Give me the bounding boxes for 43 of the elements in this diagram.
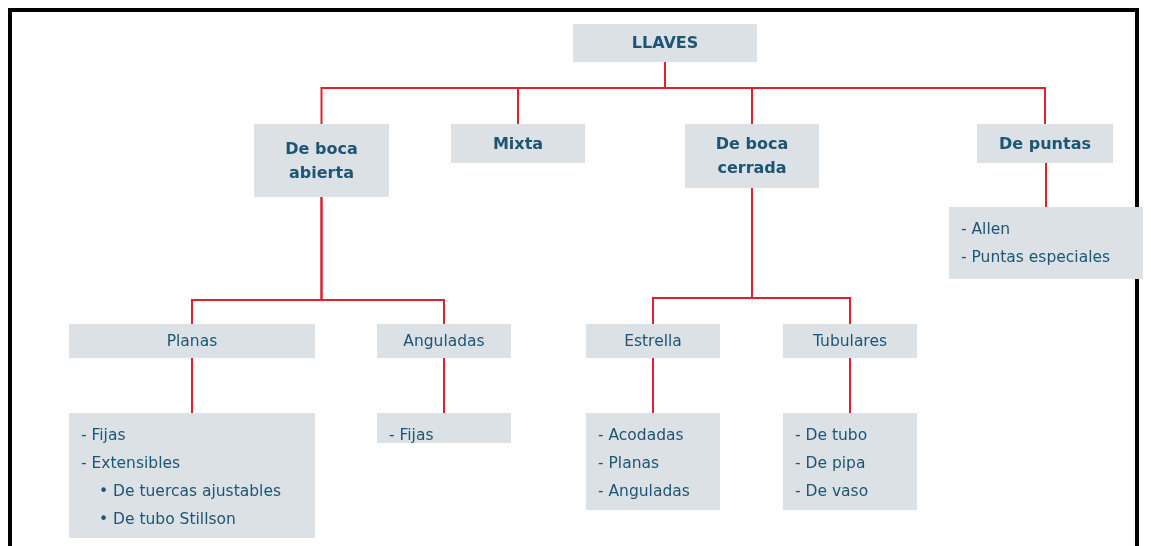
category-box: [254, 124, 389, 197]
list-item: • De tuercas ajustables: [98, 481, 281, 502]
category-box: [573, 24, 757, 62]
connector-line: [1045, 162, 1047, 208]
connector-line: [443, 357, 445, 414]
connector-line: [652, 357, 654, 414]
box-label: De boca cerrada: [714, 133, 790, 179]
list-item: - De pipa: [795, 453, 866, 474]
box-label: Anguladas: [403, 332, 485, 350]
list-box: [69, 413, 315, 538]
list-item: - De vaso: [795, 481, 869, 502]
list-item: - Extensibles: [81, 453, 181, 474]
box-label: De puntas: [999, 132, 1091, 155]
list-item: - Fijas: [81, 425, 126, 446]
list-item: - De tubo: [795, 425, 868, 446]
list-box: [949, 207, 1143, 279]
connector-line: [191, 357, 193, 414]
box-label: Estrella: [624, 332, 682, 350]
connector-line: [849, 357, 851, 414]
connector-line: [320, 196, 445, 325]
list-item: - Fijas: [389, 425, 434, 446]
list-item: - Allen: [961, 219, 1011, 240]
list-box: [377, 413, 511, 443]
subcategory-box: [69, 324, 315, 358]
list-item: • De tubo Stillson: [98, 509, 236, 530]
subcategory-box: [783, 324, 917, 358]
list-box: [586, 413, 720, 510]
category-box: [685, 124, 819, 188]
subcategory-box: [377, 324, 511, 358]
box-label: Tubulares: [812, 332, 888, 350]
box-label: LLAVES: [631, 32, 699, 54]
category-box: [451, 124, 585, 163]
category-box: [977, 124, 1113, 163]
box-label: De boca abierta: [284, 137, 359, 184]
list-item: - Anguladas: [598, 481, 690, 502]
list-item: - Acodadas: [598, 425, 684, 446]
list-box: [783, 413, 917, 510]
box-label: Planas: [166, 332, 218, 350]
subcategory-box: [586, 324, 720, 358]
list-item: - Planas: [598, 453, 660, 474]
box-label: Mixta: [492, 132, 544, 155]
list-item: - Puntas especiales: [961, 247, 1111, 268]
connector-line: [751, 187, 851, 325]
